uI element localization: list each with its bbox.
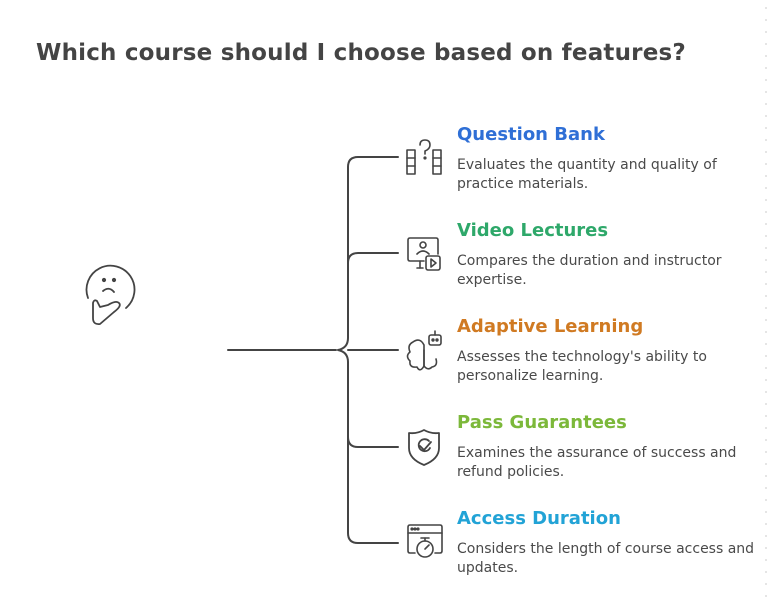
thinking-face-icon [85,264,136,326]
feature-title: Question Bank [457,124,605,145]
feature-access-duration: Access Duration Considers the length of … [457,508,757,578]
feature-description: Assesses the technology's ability to per… [457,349,707,384]
feature-video-lectures: Video Lectures Compares the duration and… [457,220,757,290]
dotted-border [760,0,774,604]
feature-pass-guarantees: Pass Guarantees Examines the assurance o… [457,412,757,482]
feature-question-bank: Question Bank Evaluates the quantity and… [457,124,757,194]
feature-title: Access Duration [457,508,621,529]
shield-check-icon [408,429,440,466]
feature-title: Video Lectures [457,220,609,241]
feature-title: Pass Guarantees [457,412,627,433]
feature-description: Compares the duration and instructor exp… [457,253,722,288]
feature-description: Evaluates the quantity and quality of pr… [457,157,717,192]
stopwatch-window-icon [407,524,443,558]
feature-title: Adaptive Learning [457,316,644,337]
feature-adaptive-learning: Adaptive Learning Assesses the technolog… [457,316,757,386]
feature-description: Examines the assurance of success and re… [457,445,737,480]
brain-robot-icon [406,330,442,371]
feature-description: Considers the length of course access an… [457,541,755,576]
video-lecture-icon [407,237,441,271]
question-bank-icon [406,139,442,175]
page-title: Which course should I choose based on fe… [36,40,686,66]
